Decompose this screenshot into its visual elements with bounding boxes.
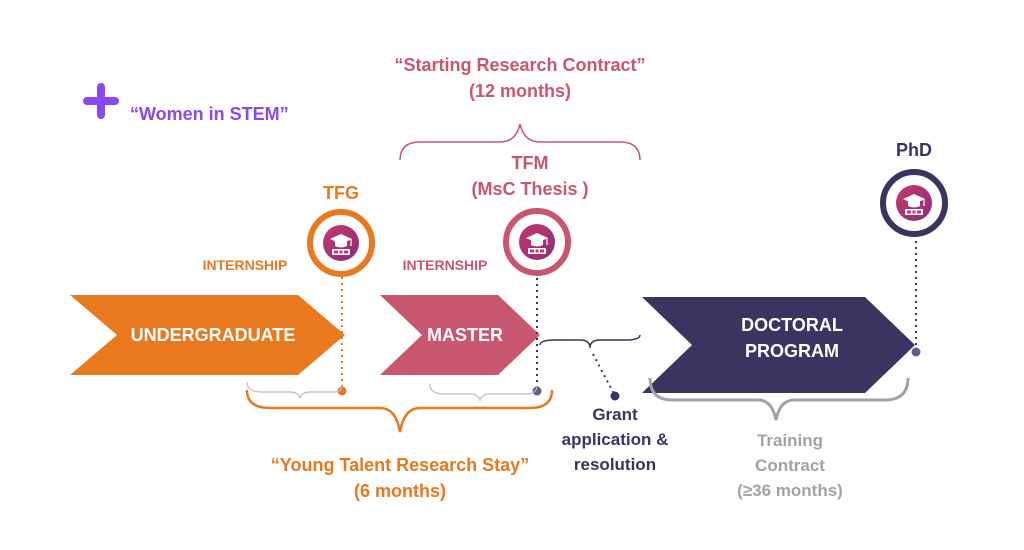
grant-dot bbox=[610, 391, 620, 401]
graduation-cap-icon bbox=[322, 224, 360, 262]
plus-icon bbox=[83, 83, 119, 119]
master-arrow bbox=[380, 295, 540, 375]
training-contract-brace bbox=[648, 377, 910, 421]
tfg-milestone bbox=[307, 209, 375, 277]
starting-contract-label: “Starting Research Contract” (12 months) bbox=[370, 52, 670, 104]
undergraduate-label: UNDERGRADUATE bbox=[130, 325, 296, 345]
doctoral-program-label: DOCTORAL PROGRAM bbox=[712, 312, 872, 364]
grant-connector bbox=[592, 353, 615, 395]
internship-label-2: INTERNSHIP bbox=[402, 257, 488, 273]
training-line-3: (≥36 months) bbox=[737, 481, 843, 500]
tfm-title: TFM bbox=[511, 153, 549, 173]
training-contract-label: Training Contract (≥36 months) bbox=[715, 428, 865, 503]
doctoral-line-2: PROGRAM bbox=[745, 341, 839, 361]
internship-label-1: INTERNSHIP bbox=[202, 257, 288, 273]
graduation-cap-icon bbox=[895, 184, 933, 222]
graduation-cap-icon bbox=[518, 223, 556, 261]
women-in-stem-label: “Women in STEM” bbox=[130, 104, 289, 124]
young-talent-label: “Young Talent Research Stay” (6 months) bbox=[240, 452, 560, 504]
tfm-dot bbox=[532, 386, 542, 396]
starting-contract-brace bbox=[399, 123, 641, 161]
phd-dot bbox=[911, 347, 921, 357]
grant-line-3: resolution bbox=[573, 455, 657, 474]
young-talent-title: “Young Talent Research Stay” bbox=[270, 455, 530, 475]
training-line-1: Training bbox=[756, 431, 824, 450]
master-label: MASTER bbox=[427, 325, 503, 345]
starting-contract-title: “Starting Research Contract” bbox=[394, 55, 646, 75]
doctoral-line-1: DOCTORAL bbox=[741, 315, 843, 335]
young-talent-brace bbox=[245, 389, 554, 433]
tfm-label: TFM (MsC Thesis ) bbox=[440, 150, 620, 202]
tfg-label: TFG bbox=[323, 183, 359, 203]
undergraduate-internship-brace bbox=[246, 381, 343, 400]
grant-line-2: application & bbox=[561, 430, 669, 449]
tfm-subtitle: (MsC Thesis ) bbox=[471, 179, 589, 199]
phd-milestone bbox=[880, 169, 948, 237]
undergraduate-arrow bbox=[70, 295, 345, 375]
grant-brace bbox=[539, 334, 641, 349]
young-talent-duration: (6 months) bbox=[354, 481, 446, 501]
master-internship-brace bbox=[429, 383, 538, 402]
grant-label: Grant application & resolution bbox=[550, 402, 680, 477]
tfm-milestone bbox=[503, 208, 571, 276]
training-line-2: Contract bbox=[755, 456, 825, 475]
doctoral-program-arrow bbox=[642, 297, 915, 393]
phd-label: PhD bbox=[896, 140, 932, 160]
grant-line-1: Grant bbox=[592, 405, 638, 424]
starting-contract-duration: (12 months) bbox=[468, 81, 571, 101]
tfg-dot bbox=[337, 386, 347, 396]
